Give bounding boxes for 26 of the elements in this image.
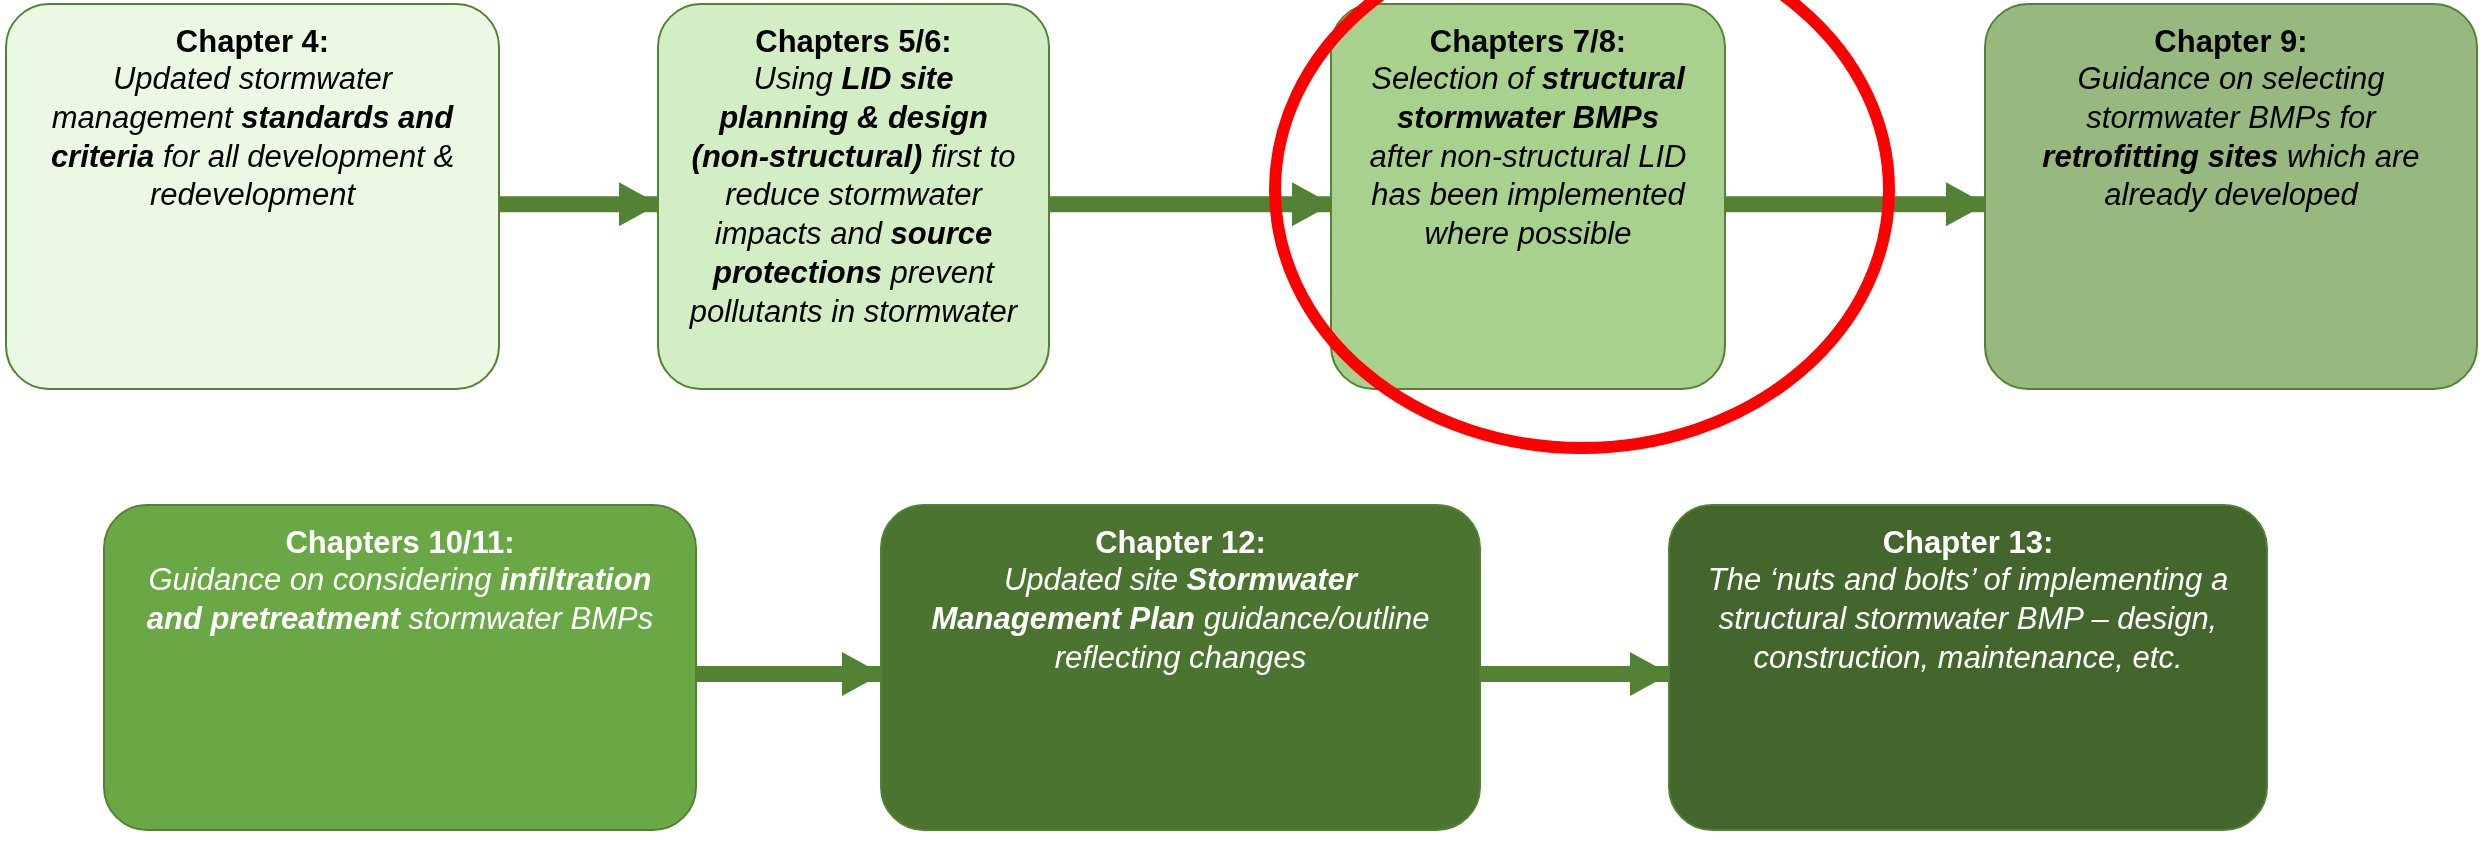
chapter-box xyxy=(5,3,500,390)
chapter-description: Guidance on considering infiltration and pretreatment stormwater BMPs xyxy=(145,561,655,638)
chapter-description: Using LID site planning & design (non-structural) first to reduce stormwater impacts and source protections prevent pollutants in stormwater xyxy=(689,60,1018,331)
chapter-heading: Chapter 13: xyxy=(1882,524,2054,562)
arrow xyxy=(500,182,659,227)
chapter-description: Updated site Stormwater Management Plan guidance/outline reflecting changes xyxy=(930,561,1431,677)
chapter-heading: Chapters 7/8: xyxy=(1429,23,1627,61)
chapter-box xyxy=(657,3,1050,390)
chapter-description: Guidance on selecting stormwater BMPs for retrofitting sites which are already developed xyxy=(2041,60,2421,215)
chapter-description: Updated stormwater management standards and criteria for all development & redevelopment xyxy=(49,60,456,215)
chapter-box xyxy=(103,504,697,831)
chapter-description: Selection of structural stormwater BMPs after non-structural LID has been implemented where possible xyxy=(1368,60,1688,254)
arrow xyxy=(1481,652,1670,697)
chapter-box xyxy=(1984,3,2478,390)
chapter-description: The ‘nuts and bolts’ of implementing a structural stormwater BMP – design, construction, maintenance, etc. xyxy=(1706,561,2230,677)
chapter-box xyxy=(880,504,1481,831)
arrow xyxy=(1726,182,1986,227)
arrow xyxy=(1050,182,1332,227)
chapter-heading: Chapter 4: xyxy=(175,23,330,61)
chapter-heading: Chapter 9: xyxy=(2154,23,2308,61)
chapter-box xyxy=(1330,3,1726,390)
arrow xyxy=(697,652,882,697)
chapter-heading: Chapters 10/11: xyxy=(285,524,515,562)
chapter-heading: Chapters 5/6: xyxy=(755,23,952,61)
chapter-heading: Chapter 12: xyxy=(1095,524,1266,562)
chapter-box xyxy=(1668,504,2268,831)
